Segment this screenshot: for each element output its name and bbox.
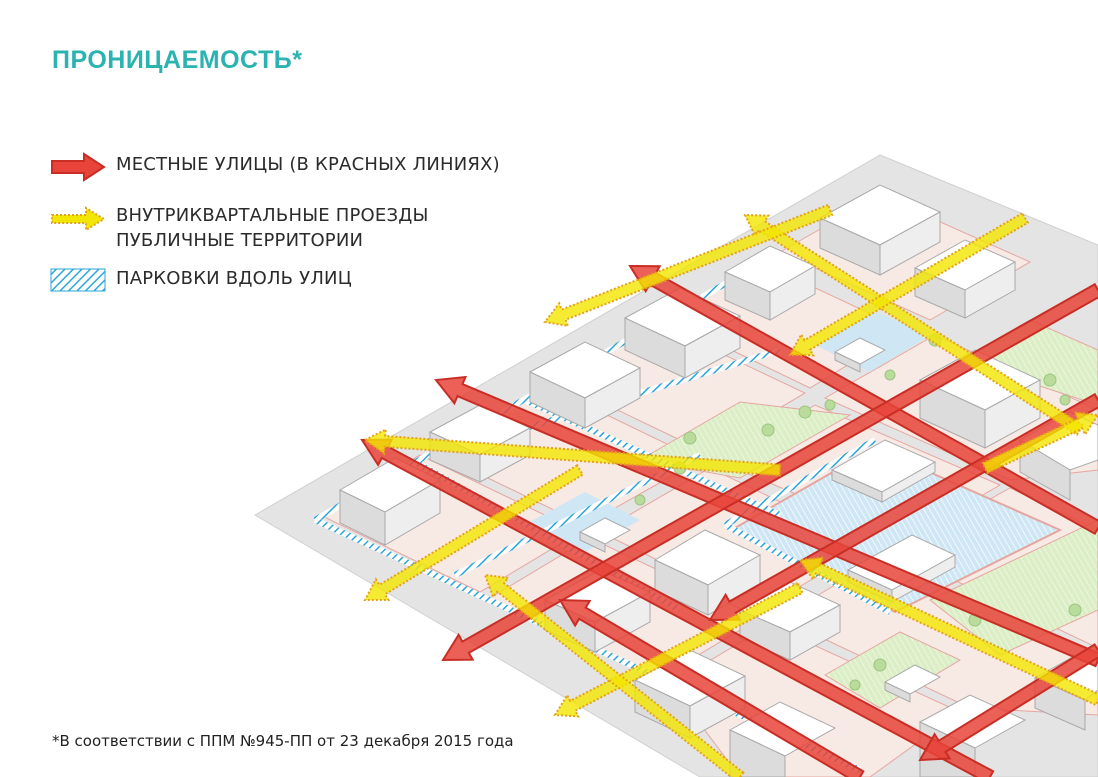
yellow-arrow-icon — [51, 206, 106, 232]
legend-item-streets: МЕСТНЫЕ УЛИЦЫ (В КРАСНЫХ ЛИНИЯХ) — [50, 152, 500, 182]
passage-arrow — [743, 213, 1085, 436]
tree — [1043, 373, 1057, 387]
passage-arrow — [483, 573, 745, 777]
blue-hatch-icon — [50, 268, 106, 292]
legend-item-passages: ВНУТРИКВАРТАЛЬНЫЕ ПРОЕЗДЫ ПУБЛИЧНЫЕ ТЕРР… — [50, 203, 429, 253]
building — [883, 664, 942, 703]
building — [723, 245, 817, 321]
building — [623, 287, 742, 379]
tree — [1068, 603, 1082, 617]
tree — [683, 431, 697, 445]
legend-label: МЕСТНЫЕ УЛИЦЫ (В КРАСНЫХ ЛИНИЯХ) — [116, 154, 500, 175]
legend-label: ВНУТРИКВАРТАЛЬНЫЕ ПРОЕЗДЫ ПУБЛИЧНЫЕ ТЕРР… — [116, 205, 429, 251]
tree — [798, 405, 812, 419]
passage-arrow — [363, 463, 585, 601]
building — [578, 517, 632, 553]
passage-arrow — [798, 556, 1098, 707]
passage-arrow — [363, 427, 782, 477]
building — [653, 529, 762, 616]
street-arrow — [434, 375, 1098, 668]
tree — [824, 399, 836, 411]
passage-arrow — [981, 411, 1098, 475]
legend-item-parking: ПАРКОВКИ ВДОЛЬ УЛИЦ — [50, 266, 352, 296]
building — [833, 337, 887, 373]
red-arrow-icon — [51, 152, 106, 182]
building — [818, 184, 942, 276]
passage-arrow — [543, 203, 834, 328]
page-title: ПРОНИЦАЕМОСТЬ* — [52, 46, 303, 74]
street-arrow — [558, 598, 865, 777]
tree — [873, 658, 887, 672]
legend-label: ПАРКОВКИ ВДОЛЬ УЛИЦ — [116, 268, 352, 289]
tree — [761, 423, 775, 437]
building — [528, 341, 642, 429]
footnote: *В соответствии с ППМ №945-ПП от 23 дека… — [52, 732, 514, 750]
tree — [1059, 394, 1071, 406]
passage-arrow — [788, 211, 1030, 357]
tree — [849, 679, 861, 691]
building — [830, 439, 937, 503]
building — [913, 239, 1017, 319]
tree — [884, 369, 896, 381]
internal-passages — [363, 203, 1098, 777]
tree — [634, 494, 646, 506]
